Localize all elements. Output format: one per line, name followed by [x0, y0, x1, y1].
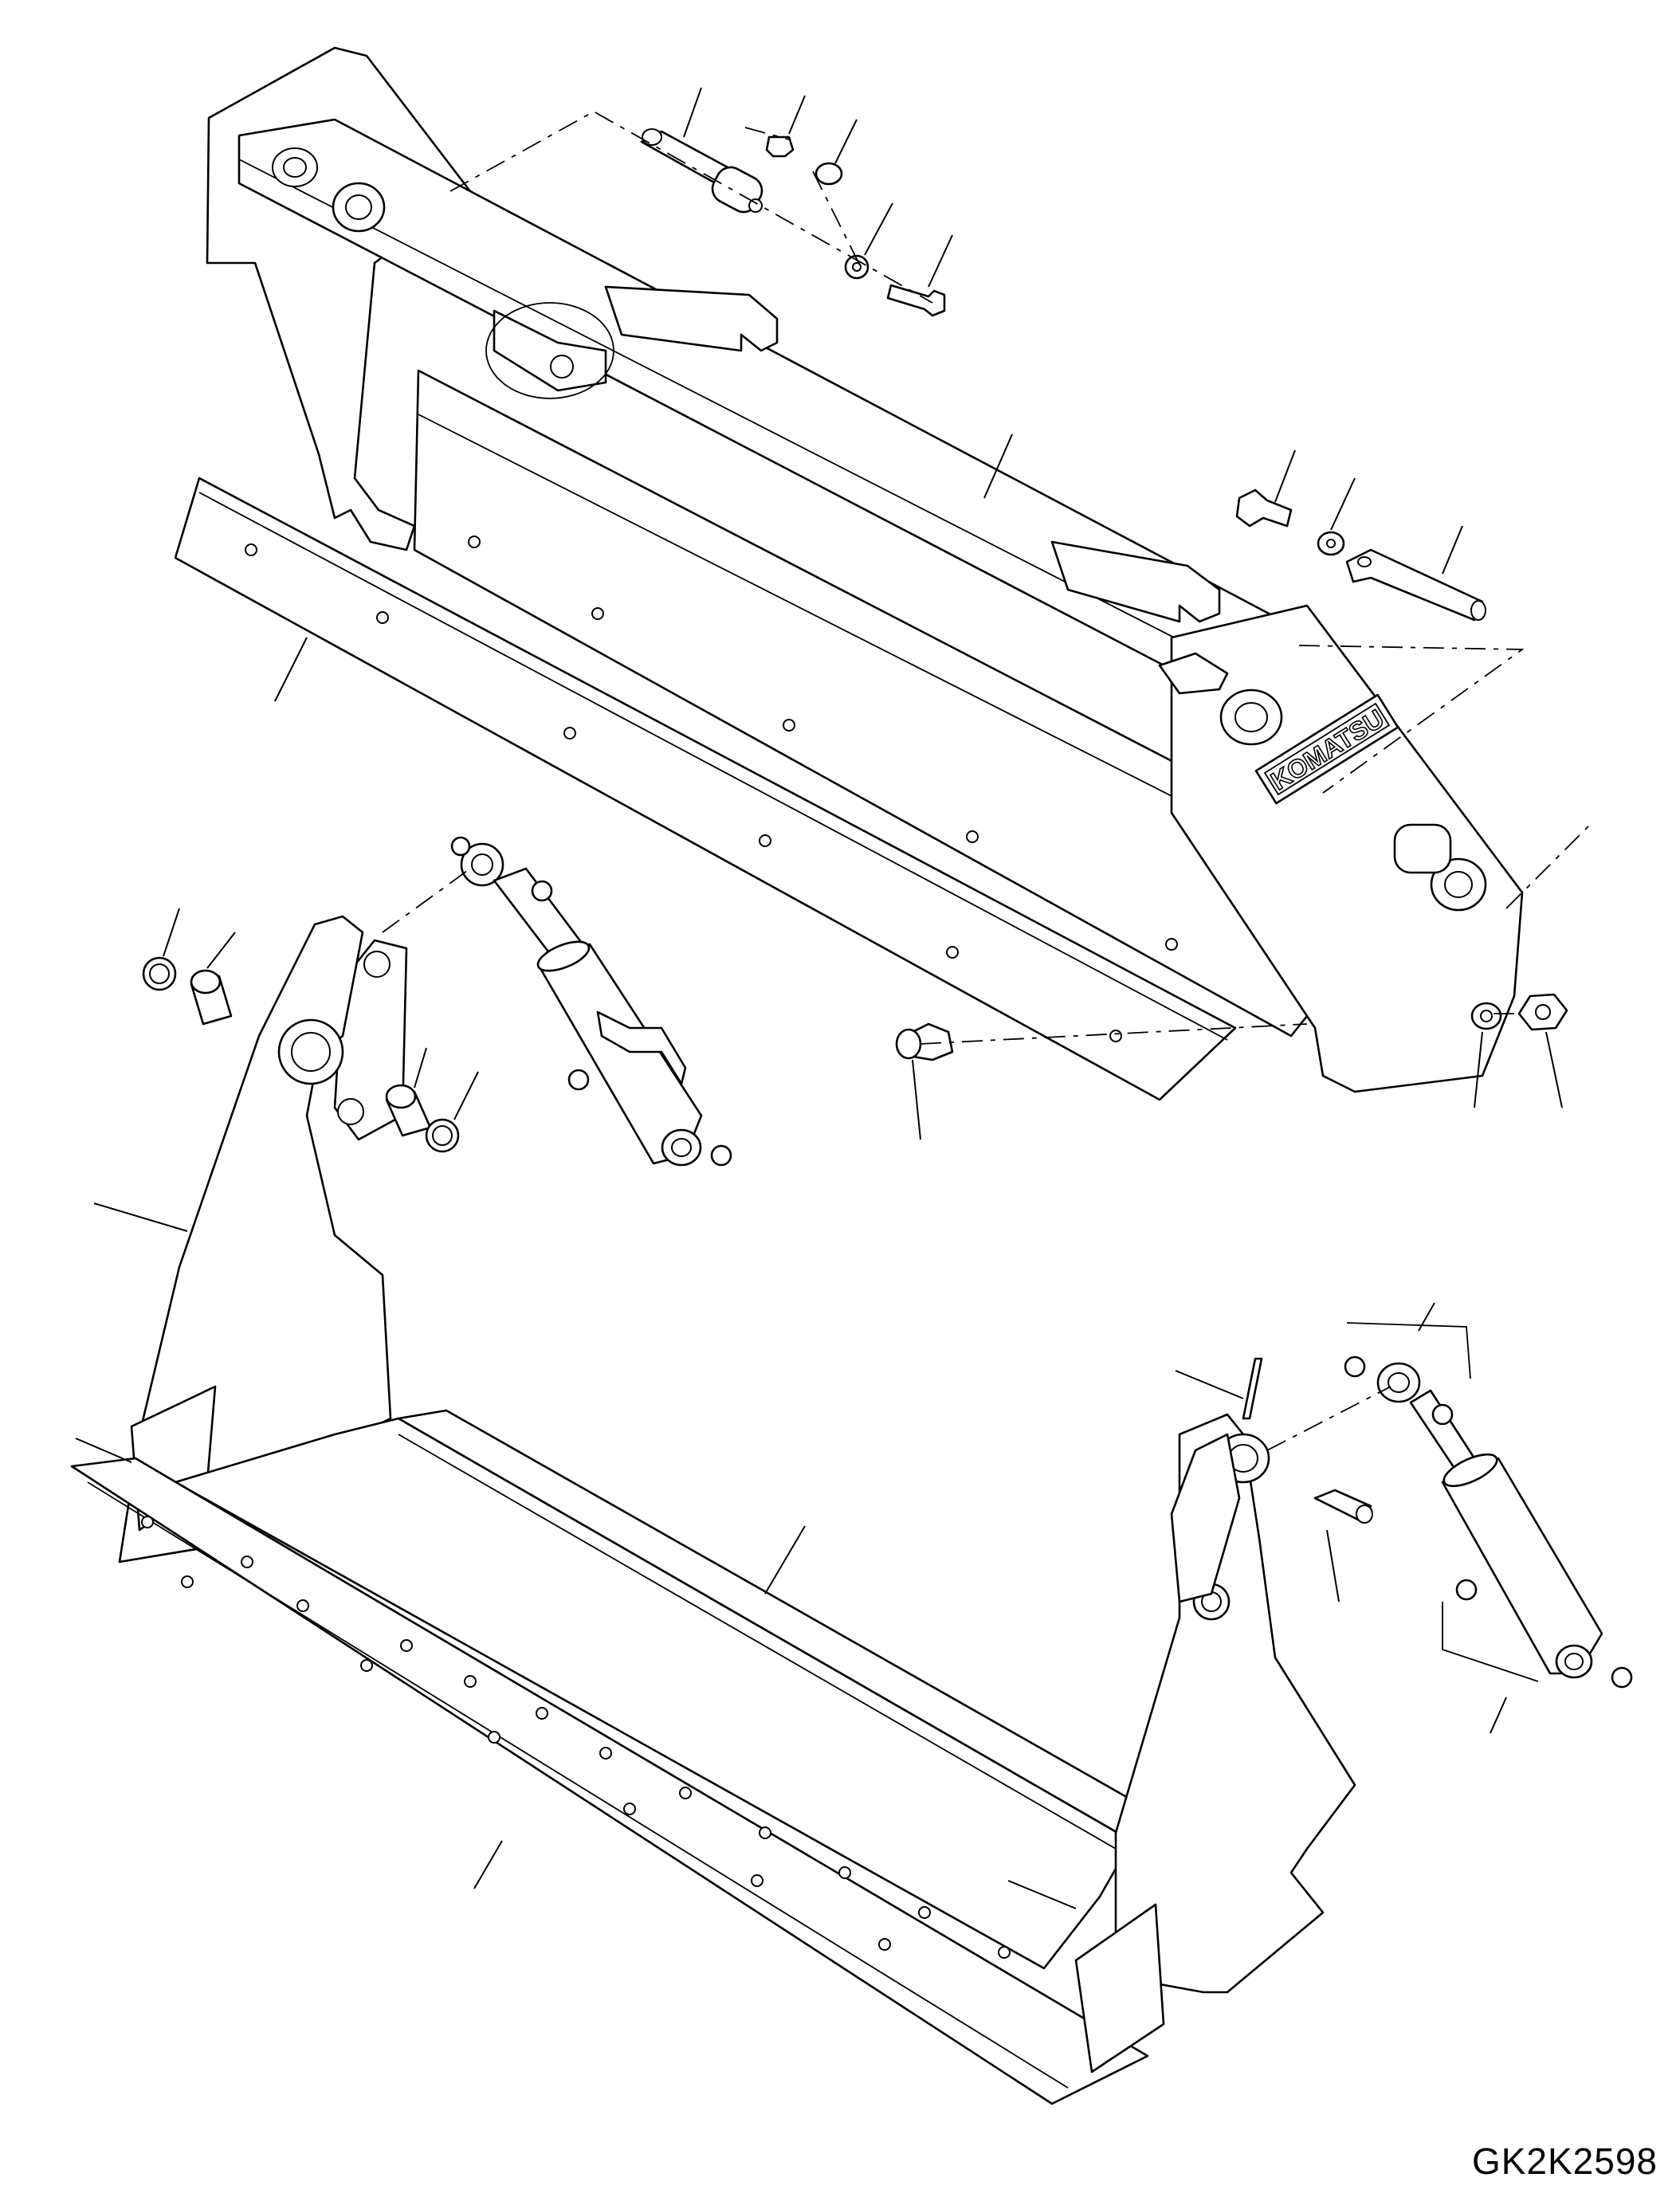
bucket-right-spring-pin	[1242, 1357, 1263, 1420]
right-cyl-snap-ring-1	[1344, 1355, 1366, 1378]
right-cyl-snap-ring-4	[1611, 1666, 1633, 1689]
frame-hook-right	[1050, 540, 1221, 623]
bucket-right-gusset	[1074, 1903, 1165, 2073]
left-link-assembly	[142, 939, 460, 1153]
middle-pin-assembly	[895, 993, 1568, 1061]
right-cyl-snap-ring-2	[1431, 1403, 1454, 1426]
frame-center-link	[493, 309, 607, 392]
callout-leader-lines	[75, 87, 1563, 1909]
left-cyl-snap-ring-3	[567, 1069, 590, 1091]
frame-lower-sleeve	[1393, 823, 1452, 874]
right-hydraulic-cylinder	[1344, 1322, 1633, 1689]
bucket-right-wall	[1114, 1413, 1356, 1994]
left-hydraulic-cylinder	[450, 836, 732, 1167]
attachment-frame: KOMATSU	[206, 46, 1524, 1093]
right-cyl-bracket-top	[1346, 1322, 1471, 1379]
left-cyl-snap-ring-1	[450, 836, 471, 857]
left-cyl-hose	[596, 1010, 687, 1085]
middle-pin-head	[895, 1028, 922, 1060]
bucket-floor	[174, 1417, 1133, 1970]
frame-bushing-right-bore	[1234, 702, 1268, 732]
bucket-right-pin	[1242, 1357, 1373, 1524]
bucket	[70, 915, 1356, 2105]
drawing-number: GK2K2598	[1471, 2140, 1658, 2182]
frame-boss-top-left-inner	[283, 157, 307, 178]
cutting-edge-bolt-holes	[245, 536, 1178, 1042]
frame-bushing-left-bore	[345, 194, 372, 220]
grease-fitting-cap	[814, 162, 843, 186]
right-cyl-barrel	[1441, 1457, 1603, 1675]
right-link-plate	[1170, 1433, 1241, 1603]
right-cyl-bracket-bottom	[1442, 1602, 1539, 1682]
left-cyl-snap-ring-4	[710, 1144, 732, 1167]
frame-hook-left	[604, 285, 779, 352]
frame-center-detail-ring	[485, 302, 614, 399]
right-pin-assembly	[1158, 488, 1486, 695]
bucket-bolt-holes	[141, 1516, 1011, 1959]
right-pin-stub	[1158, 652, 1229, 695]
grease-fitting	[765, 135, 795, 158]
cutting-edge-bar	[174, 477, 1237, 1101]
assembly-center-lines	[382, 110, 1595, 1451]
top-pin-assembly	[640, 128, 946, 317]
frame-center-link-hole	[550, 355, 574, 379]
right-cyl-snap-ring-3	[1455, 1579, 1478, 1601]
right-long-pin	[1345, 548, 1484, 622]
left-cyl-snap-ring-2	[531, 880, 553, 902]
right-bolt	[1235, 488, 1293, 528]
frame-lower-bushing-bore	[1444, 871, 1473, 898]
top-bolt	[886, 284, 946, 317]
